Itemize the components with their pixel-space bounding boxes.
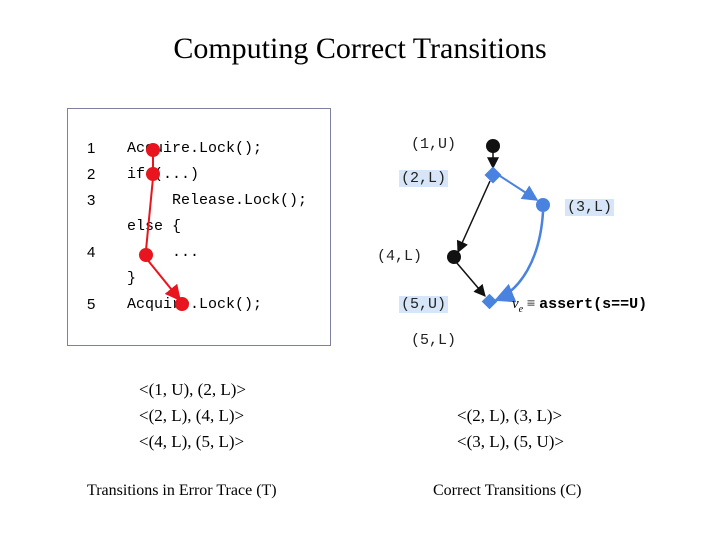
error-node-2 — [146, 167, 160, 181]
node-label-5-U: (5,U) — [399, 296, 449, 313]
edge-n2-n4 — [456, 180, 491, 254]
assertion-label: ve ≡ assert(s==U) — [512, 296, 648, 315]
code-line-4: ... — [145, 244, 200, 261]
line-number-5: 5 — [87, 296, 96, 313]
caption-error-trace: Transitions in Error Trace (T) — [87, 482, 277, 499]
code-line-close: } — [127, 270, 137, 287]
code-line-else: else { — [127, 218, 182, 235]
edge-n4-n5 — [455, 261, 486, 297]
edge-n3-n5 — [494, 211, 545, 303]
graph-node-2 — [484, 166, 502, 184]
edge-n2-n3 — [499, 175, 539, 201]
line-number-2: 2 — [87, 166, 96, 183]
code-line-5: Acquire.Lock(); — [127, 296, 263, 313]
line-number-4: 4 — [87, 244, 96, 261]
code-panel — [67, 108, 331, 346]
node-label-2-L: (2,L) — [399, 170, 449, 187]
correct-transition-1: <(2, L), (3, L)> — [457, 406, 563, 425]
error-node-1 — [146, 143, 160, 157]
code-line-1: Acquire.Lock(); — [127, 140, 263, 157]
graph-node-1 — [486, 139, 500, 153]
line-number-1: 1 — [87, 140, 96, 157]
error-trace-edge-4-5 — [145, 257, 182, 302]
error-node-4 — [139, 248, 153, 262]
error-node-5 — [175, 297, 189, 311]
error-transition-1: <(1, U), (2, L)> — [139, 380, 246, 399]
error-transition-3: <(4, L), (5, L)> — [139, 432, 245, 451]
graph-node-3 — [536, 198, 550, 212]
code-line-2: if (...) — [127, 166, 200, 183]
slide-title: Computing Correct Transitions — [173, 32, 547, 65]
error-trace-edge-2-4 — [145, 177, 154, 251]
line-number-3: 3 — [87, 192, 96, 209]
code-line-3: Release.Lock(); — [145, 192, 308, 209]
graph-node-5 — [481, 293, 498, 310]
node-label-3-L: (3,L) — [565, 199, 615, 216]
error-transition-2: <(2, L), (4, L)> — [139, 406, 245, 425]
node-label-1-U: (1,U) — [411, 136, 457, 153]
graph-node-4 — [447, 250, 461, 264]
node-label-4-L: (4,L) — [377, 248, 423, 265]
correct-transition-2: <(3, L), (5, U)> — [457, 432, 564, 451]
caption-correct-transitions: Correct Transitions (C) — [433, 482, 582, 499]
node-label-5-L: (5,L) — [411, 332, 457, 349]
